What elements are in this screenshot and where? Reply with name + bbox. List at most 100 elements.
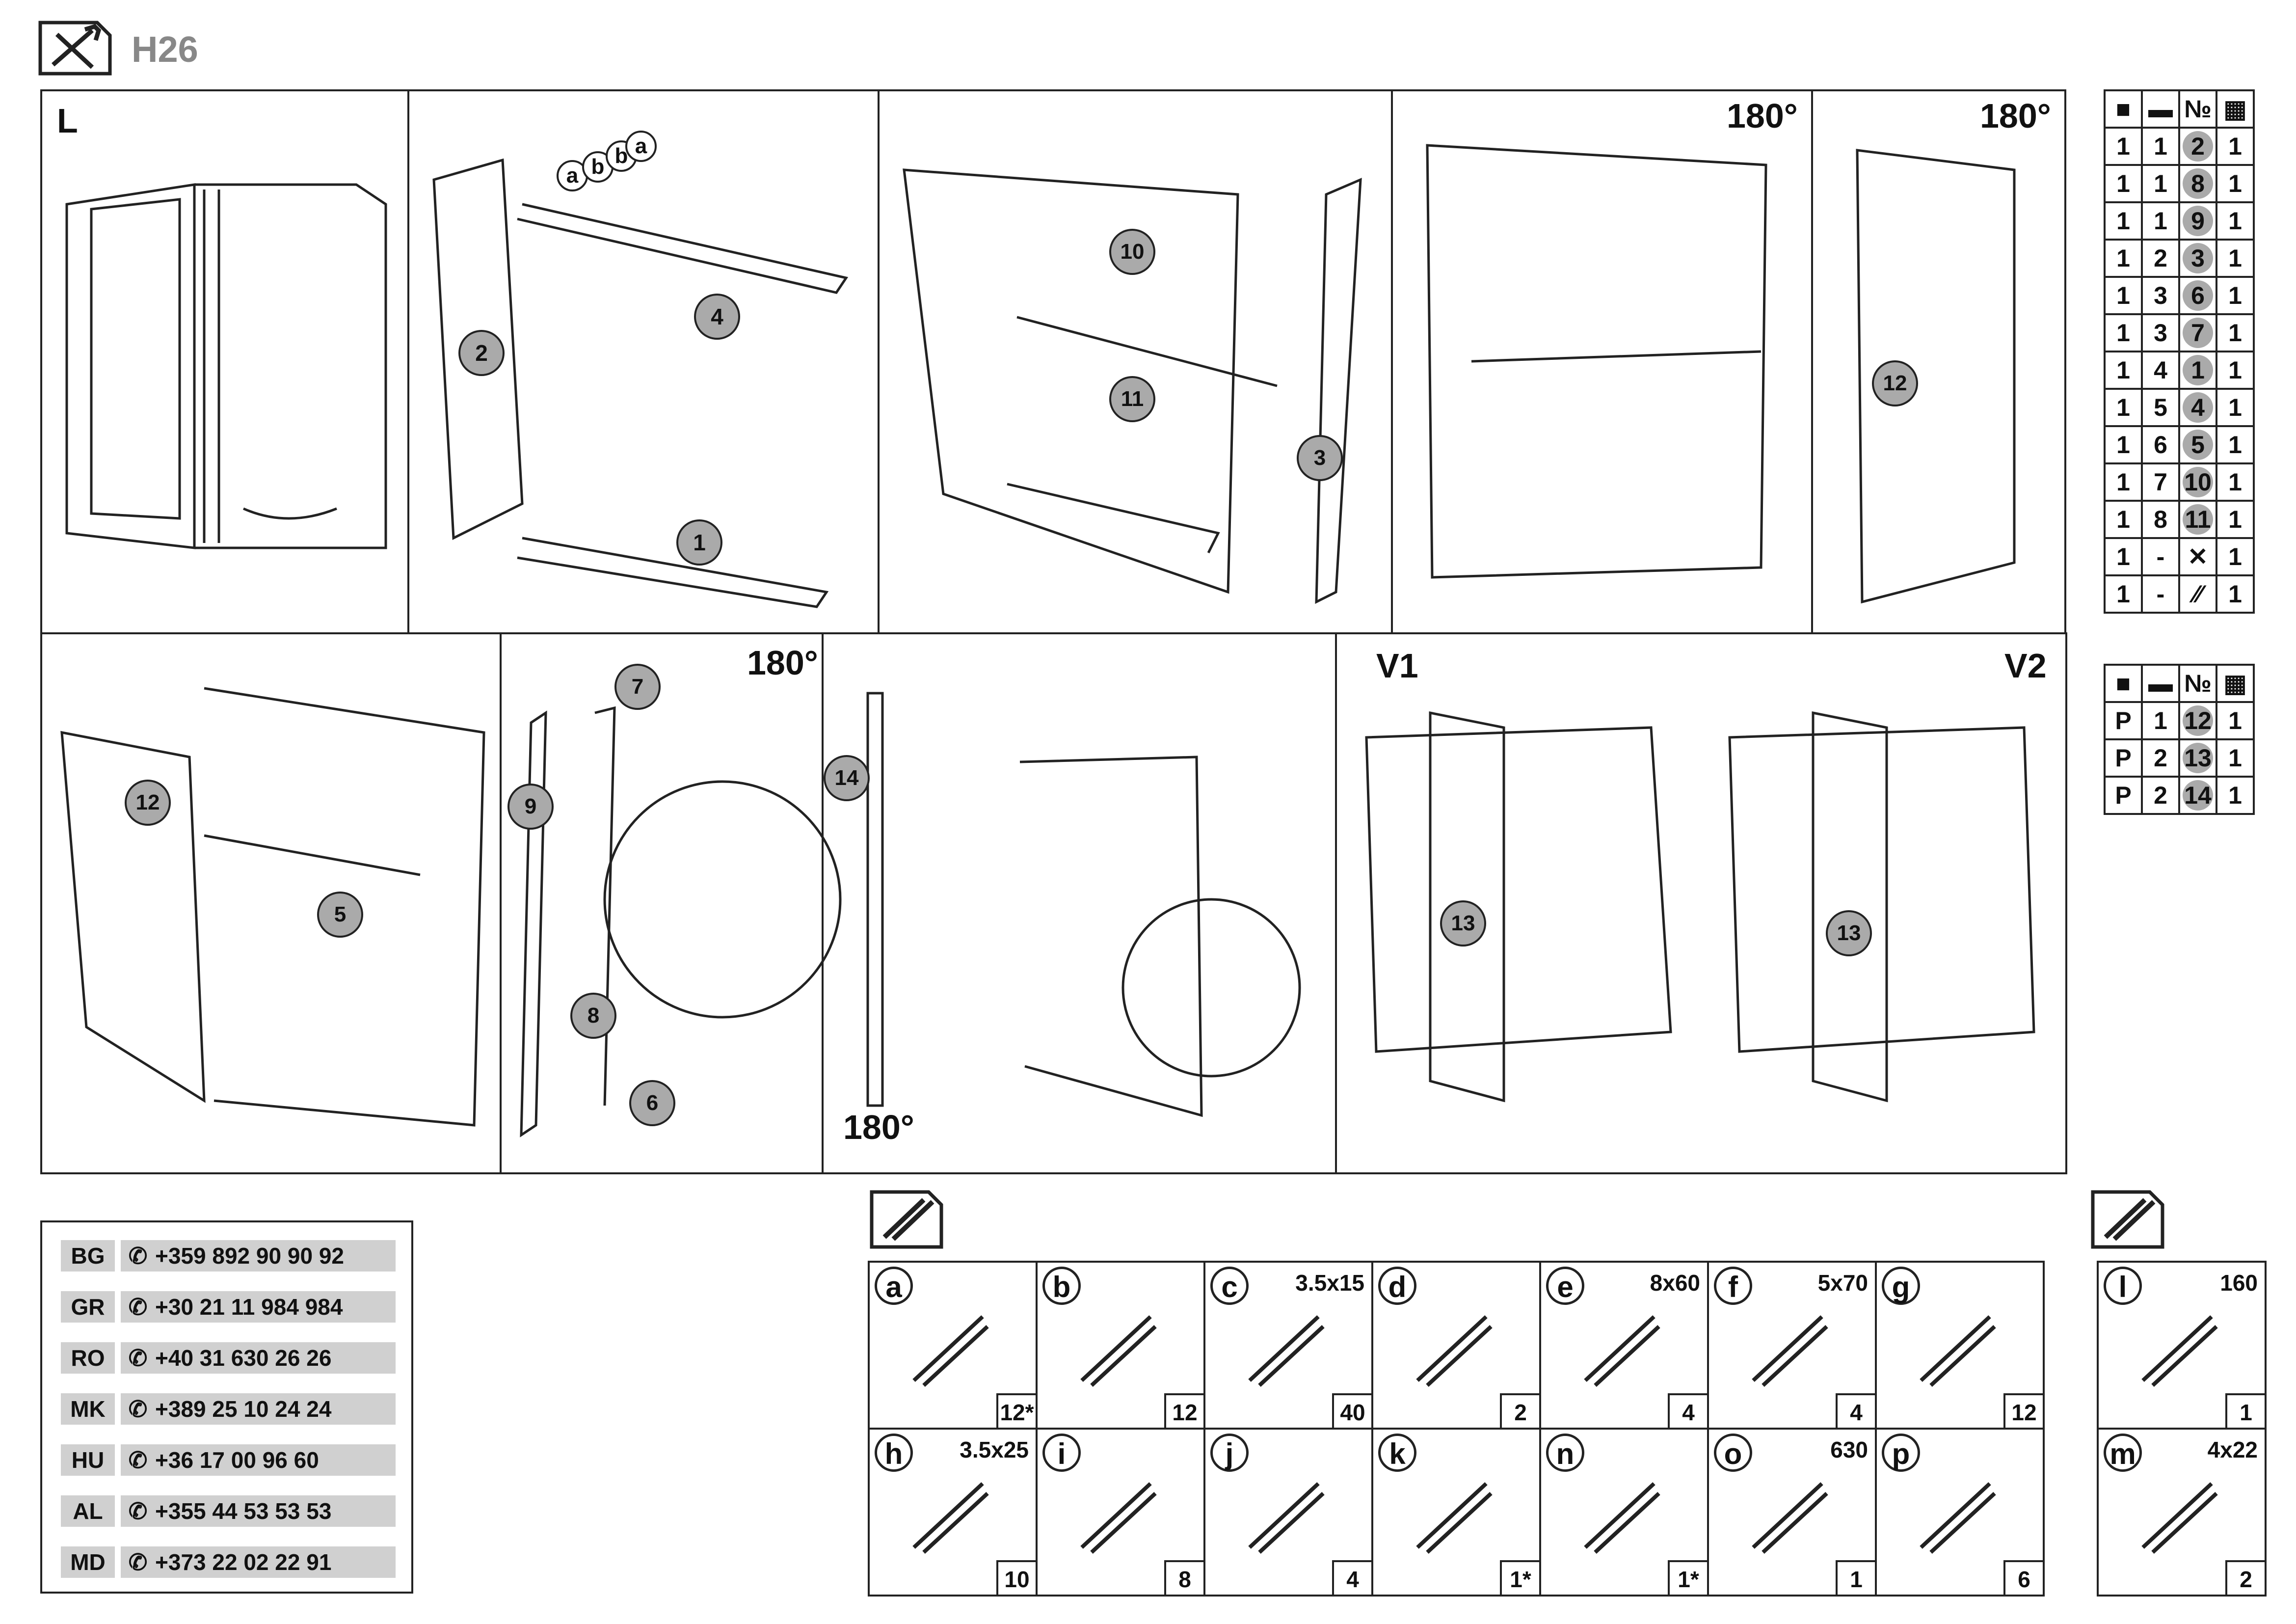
hardware-letter: e: [1546, 1267, 1584, 1305]
part-number: 8: [2183, 168, 2213, 199]
hardware-letter: n: [1546, 1434, 1584, 1472]
phone-icon: ✆: [128, 1243, 148, 1269]
hardware-letter: m: [2104, 1434, 2142, 1472]
hardware-a-icon: [912, 1315, 989, 1387]
step-panel-5: 180° 12: [1811, 89, 2066, 634]
part-number-cell: 10: [2178, 462, 2217, 502]
part-number-11: 11: [1109, 376, 1155, 422]
parts-cell: 1: [2104, 127, 2143, 166]
hardware-quantity: 2: [2225, 1560, 2265, 1595]
parts-cell: 3: [2141, 276, 2180, 315]
hardware-icon: [2091, 1190, 2164, 1249]
part-number-9: 9: [507, 784, 554, 830]
phone-number: +36 17 00 96 60: [155, 1447, 319, 1473]
parts-cell: 1: [2216, 388, 2255, 427]
parts-table-row: 1-✕1: [2104, 537, 2255, 576]
part-number-13: 13: [1440, 900, 1486, 947]
hardware-k-icon: [1416, 1482, 1493, 1554]
country-code: BG: [61, 1240, 115, 1272]
part-number-14: 14: [824, 755, 870, 801]
hardware-quantity: 4: [1836, 1393, 1875, 1428]
part-number-6: 6: [629, 1080, 675, 1126]
hardware-quantity: 12*: [996, 1393, 1036, 1428]
phone-number-field: ✆+389 25 10 24 24: [121, 1393, 396, 1425]
stack-icon: ▬: [2141, 89, 2180, 129]
box-icon: ■: [2104, 664, 2143, 703]
parts-cell: 3: [2141, 313, 2180, 352]
variant-v2-label: V2: [2004, 647, 2047, 685]
mounting-illustration: [866, 692, 1301, 1117]
part-number-cell: 12: [2178, 701, 2217, 740]
part-number-cell: 4: [2178, 388, 2217, 427]
hardware-quantity: 4: [1668, 1393, 1707, 1428]
part-number-cell: 2: [2178, 127, 2217, 166]
parts-cell: 1: [2216, 776, 2255, 815]
part-number-1: 1: [676, 519, 722, 566]
hardware-letter: o: [1714, 1434, 1752, 1472]
hardware-letter: d: [1378, 1267, 1416, 1305]
part-number: 2: [2183, 131, 2213, 162]
part-number-13: 13: [1826, 910, 1872, 956]
hardware-size: 3.5x25: [960, 1437, 1029, 1462]
part-number-cell: 7: [2178, 313, 2217, 352]
hardware-quantity: 10: [996, 1560, 1036, 1595]
phone-icon: ✆: [128, 1345, 148, 1371]
phone-number: +389 25 10 24 24: [155, 1396, 332, 1422]
parts-cell: 1: [2216, 701, 2255, 740]
part-number-12: 12: [1872, 360, 1918, 406]
parts-table-row: 1-⁄⁄1: [2104, 574, 2255, 614]
parts-cell: 1: [2104, 537, 2143, 576]
hardware-d-icon: [1416, 1315, 1493, 1387]
cabinet-illustration: [65, 183, 387, 549]
rotate-180-label: 180°: [843, 1108, 914, 1146]
parts-cell: 1: [2104, 500, 2143, 539]
step-panel-4: 180°: [1391, 89, 1813, 634]
hardware-letter: g: [1882, 1267, 1920, 1305]
hardware-letter: b: [1042, 1267, 1081, 1305]
country-code: MK: [61, 1393, 115, 1425]
phone-icon: ✆: [128, 1294, 148, 1320]
country-code: AL: [61, 1495, 115, 1527]
hardware-quantity: 40: [1332, 1393, 1371, 1428]
hardware-quantity: 4: [1332, 1560, 1371, 1595]
country-code: RO: [61, 1342, 115, 1374]
phone-number-field: ✆+355 44 53 53 53: [121, 1495, 396, 1527]
quantity-icon: ▦: [2216, 89, 2255, 129]
hardware-letter: a: [875, 1267, 913, 1305]
hardware-e-icon: [1584, 1315, 1660, 1387]
part-number-cell: 5: [2178, 425, 2217, 464]
country-code: GR: [61, 1291, 115, 1323]
hardware-p-icon: [1920, 1482, 1996, 1554]
parts-cell: 1: [2104, 351, 2143, 390]
parts-cell: 1: [2104, 574, 2143, 614]
phone-number: +30 21 11 984 984: [155, 1294, 343, 1320]
parts-cell: 5: [2141, 388, 2180, 427]
tools-icon: ✕: [2178, 537, 2217, 576]
part-number: 11: [2183, 504, 2213, 535]
phone-number: +40 31 630 26 26: [155, 1345, 332, 1371]
phone-icon: ✆: [128, 1549, 148, 1575]
hardware-quantity: 12: [1164, 1393, 1203, 1428]
part-number: 1: [2183, 355, 2213, 385]
part-number: 3: [2183, 243, 2213, 273]
shelf-door-illustration: [60, 687, 485, 1127]
part-number-cell: 9: [2178, 201, 2217, 241]
part-number: 13: [2183, 743, 2213, 773]
part-number: 10: [2183, 467, 2213, 497]
parts-cell: P: [2104, 776, 2143, 815]
